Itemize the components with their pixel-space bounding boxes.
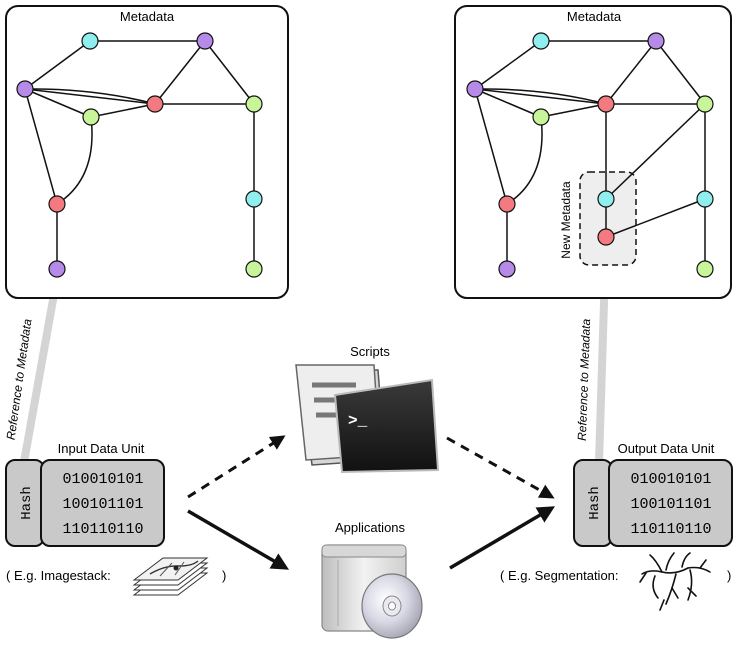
terminal-icon: >_ bbox=[333, 378, 440, 474]
graph-node bbox=[48, 260, 66, 278]
output-unit-title: Output Data Unit bbox=[618, 441, 715, 456]
graph-node bbox=[82, 108, 100, 126]
segmentation-icon bbox=[639, 552, 711, 611]
input-bits-row: 100101101 bbox=[62, 496, 143, 513]
imagestack-icon bbox=[132, 557, 209, 596]
graph-node bbox=[466, 80, 484, 98]
output-data-unit: Output Data Unit Hash 010010101 10010110… bbox=[500, 441, 733, 583]
scripts-label: Scripts bbox=[350, 344, 390, 359]
applications-label: Applications bbox=[335, 520, 406, 535]
input-example-suffix: ) bbox=[222, 568, 226, 583]
terminal-prompt: >_ bbox=[348, 412, 368, 430]
right-reference-label: Reference to Metadata bbox=[575, 318, 593, 441]
input-example-prefix: ( E.g. Imagestack: bbox=[6, 568, 111, 583]
graph-node bbox=[48, 195, 66, 213]
output-hash-label: Hash bbox=[587, 486, 603, 520]
left-reference-line bbox=[20, 271, 62, 463]
graph-node bbox=[498, 260, 516, 278]
right-metadata-graph-nodes bbox=[466, 32, 714, 278]
graph-node bbox=[696, 95, 714, 113]
arrow-input-to-scripts bbox=[187, 435, 286, 499]
process-arrows bbox=[187, 435, 556, 570]
graph-node bbox=[245, 95, 263, 113]
graph-node bbox=[81, 32, 99, 50]
right-metadata-frame bbox=[454, 5, 732, 299]
input-data-block bbox=[40, 459, 165, 547]
output-bits-row: 110110110 bbox=[630, 521, 711, 538]
input-hash-label: Hash bbox=[19, 486, 35, 520]
left-metadata-graph-nodes bbox=[16, 32, 263, 278]
new-graph-node bbox=[597, 190, 615, 208]
arrow-applications-to-output bbox=[449, 506, 556, 570]
new-graph-node bbox=[597, 228, 615, 246]
graph-node bbox=[498, 195, 516, 213]
output-data-block bbox=[608, 459, 733, 547]
output-bits-row: 100101101 bbox=[630, 496, 711, 513]
graph-node bbox=[597, 95, 615, 113]
left-metadata-panel: Metadata bbox=[5, 5, 289, 299]
graph-node bbox=[146, 95, 164, 113]
graph-node bbox=[245, 260, 263, 278]
input-unit-title: Input Data Unit bbox=[58, 441, 145, 456]
input-bits-row: 110110110 bbox=[62, 521, 143, 538]
output-example-prefix: ( E.g. Segmentation: bbox=[500, 568, 619, 583]
scripts-group: Scripts >_ bbox=[295, 344, 440, 474]
arrow-input-to-applications bbox=[187, 509, 290, 570]
graph-node bbox=[245, 190, 263, 208]
right-metadata-graph-edges bbox=[474, 40, 706, 269]
left-metadata-frame bbox=[5, 5, 289, 299]
output-bits-row: 010010101 bbox=[630, 471, 711, 488]
graph-node bbox=[532, 32, 550, 50]
output-example-suffix: ) bbox=[727, 568, 731, 583]
cd-disc-icon bbox=[361, 573, 423, 639]
right-metadata-panel: Metadata New Metadata bbox=[454, 5, 732, 299]
new-metadata-label: New Metadata bbox=[559, 181, 573, 259]
arrow-scripts-to-output bbox=[446, 436, 555, 499]
input-bits-row: 010010101 bbox=[62, 471, 143, 488]
graph-node bbox=[196, 32, 214, 50]
graph-node bbox=[696, 190, 714, 208]
right-metadata-title: Metadata bbox=[567, 9, 622, 24]
graph-node bbox=[696, 260, 714, 278]
left-metadata-title: Metadata bbox=[120, 9, 175, 24]
graph-node bbox=[532, 108, 550, 126]
applications-group: Applications bbox=[321, 520, 423, 639]
input-data-unit: Input Data Unit Hash 010010101 100101101… bbox=[5, 441, 226, 583]
graph-node bbox=[16, 80, 34, 98]
graph-node bbox=[647, 32, 665, 50]
new-metadata-box bbox=[579, 171, 637, 266]
left-metadata-graph-edges bbox=[24, 40, 255, 269]
